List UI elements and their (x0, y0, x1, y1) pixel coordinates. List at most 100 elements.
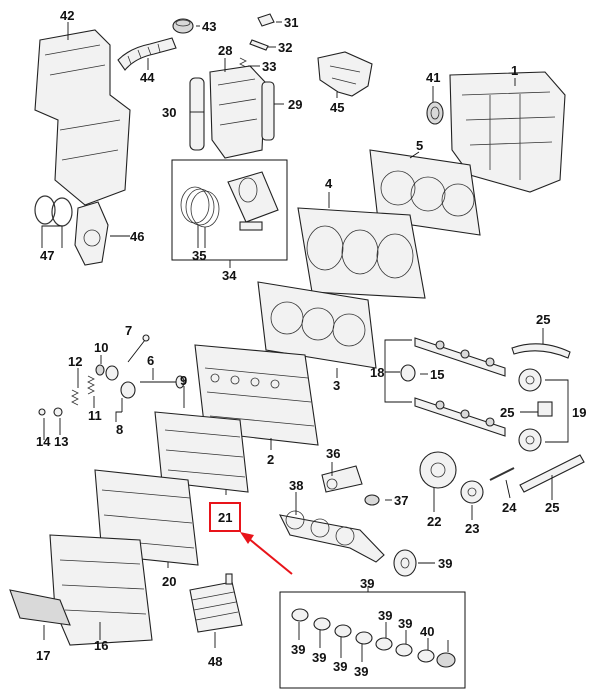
part-43-cap (172, 18, 194, 34)
part-45-pump (317, 51, 373, 97)
part-36-crankshaft (279, 510, 385, 563)
callout-48[interactable]: 48 (208, 654, 222, 669)
callout-5[interactable]: 5 (416, 138, 423, 153)
part-19-sprocket-upper (518, 368, 542, 392)
callout-24[interactable]: 24 (502, 500, 517, 515)
part-1-crankcase (449, 71, 566, 193)
callout-9[interactable]: 9 (180, 373, 187, 388)
callout-32[interactable]: 34 (222, 268, 237, 283)
part-17-plate (9, 589, 71, 626)
callout-27[interactable]: 29 (288, 97, 302, 112)
highlight-arrowhead (240, 532, 254, 544)
part-7-valve (127, 334, 150, 363)
part-11-spring (87, 375, 95, 395)
callout-12[interactable]: 12 (68, 354, 82, 369)
callout-25-top[interactable]: 25 (536, 312, 550, 327)
callout-35[interactable]: 37 (394, 493, 408, 508)
part-25-guide-lower (519, 454, 585, 493)
callout-39-f[interactable]: 39 (398, 616, 412, 631)
callout-44[interactable]: 44 (140, 70, 155, 85)
callout-26[interactable]: 28 (218, 43, 232, 58)
part-44-hose (117, 37, 177, 71)
part-28-gasket (189, 77, 205, 151)
callout-37[interactable]: 39 (438, 556, 452, 571)
part-13-seal (53, 407, 63, 417)
callout-17[interactable]: 17 (36, 648, 50, 663)
callout-39-g[interactable]: 40 (420, 624, 434, 639)
callout-39-d[interactable]: 39 (354, 664, 368, 679)
callout-19[interactable]: 19 (572, 405, 586, 420)
highlight-arrow (247, 537, 293, 575)
callout-39-e[interactable]: 39 (378, 608, 392, 623)
callout-7[interactable]: 7 (125, 323, 132, 338)
part-39-bearings (291, 608, 435, 663)
part-16-cover (49, 534, 153, 646)
callout-labels: 42 43 31 32 33 28 44 30 29 45 41 1 5 4 3… (36, 8, 586, 679)
callout-16[interactable]: 16 (94, 638, 108, 653)
callout-41[interactable]: 41 (426, 70, 440, 85)
callout-47[interactable]: 47 (40, 248, 54, 263)
part-23-sprocket (460, 480, 484, 504)
callout-22[interactable]: 22 (427, 514, 441, 529)
callout-18[interactable]: 18 (370, 365, 384, 380)
part-29-sensor (257, 13, 275, 27)
callout-34[interactable]: 36 (326, 446, 340, 461)
part-8-lifter (105, 365, 136, 399)
part-3-gasket (257, 281, 377, 369)
part-21-gasket (154, 411, 249, 493)
callout-1[interactable]: 1 (511, 63, 518, 78)
part-19-sprocket-lower (518, 428, 542, 452)
callout-43[interactable]: 43 (202, 19, 216, 34)
callout-29[interactable]: 31 (284, 15, 298, 30)
callout-15[interactable]: 15 (430, 367, 444, 382)
part-47-orings (34, 195, 73, 227)
callout-8[interactable]: 8 (116, 422, 123, 437)
highlight-box (209, 502, 241, 532)
part-26-cover (209, 65, 266, 159)
part-14-keeper (38, 408, 46, 416)
group-box-32 (171, 159, 288, 261)
part-27-gasket (261, 81, 275, 141)
callout-39-c[interactable]: 39 (333, 659, 347, 674)
group-box-38 (279, 591, 466, 689)
part-4-cylinder (297, 207, 426, 299)
callout-45[interactable]: 45 (330, 100, 344, 115)
callout-28[interactable]: 30 (162, 105, 176, 120)
part-30-bolt (249, 39, 269, 51)
callout-23[interactable]: 23 (465, 521, 479, 536)
part-42-housing (34, 29, 131, 206)
callout-30[interactable]: 32 (278, 40, 292, 55)
callout-6[interactable]: 6 (147, 353, 154, 368)
part-35-bearing (364, 494, 380, 506)
callout-39-b[interactable]: 39 (312, 650, 326, 665)
part-18-camshaft-lower (414, 397, 506, 437)
callout-25-bottom[interactable]: 25 (545, 500, 559, 515)
callout-11[interactable]: 11 (88, 408, 102, 423)
callout-3[interactable]: 3 (333, 378, 340, 393)
part-10-cap (95, 364, 105, 376)
part-25-guide-upper (511, 343, 571, 359)
callout-20[interactable]: 20 (162, 574, 176, 589)
callout-13[interactable]: 13 (54, 434, 68, 449)
callout-21[interactable]: 21 (218, 510, 232, 525)
part-41-seal (426, 101, 444, 125)
callout-33[interactable]: 35 (192, 248, 206, 263)
part-40-bearing (436, 652, 456, 668)
callout-31[interactable]: 33 (262, 59, 276, 74)
callout-38[interactable]: 39 (360, 576, 374, 591)
callout-10[interactable]: 10 (94, 340, 108, 355)
callout-2[interactable]: 2 (267, 452, 274, 467)
callout-14[interactable]: 14 (36, 434, 51, 449)
callout-46[interactable]: 46 (130, 229, 144, 244)
callout-36[interactable]: 38 (289, 478, 303, 493)
highlight-callout-21 (209, 502, 293, 575)
leader-lines (41, 21, 569, 662)
callout-4[interactable]: 4 (325, 176, 333, 191)
part-22-gear (419, 451, 457, 489)
callout-39-a[interactable]: 39 (291, 642, 305, 657)
callout-42[interactable]: 42 (60, 8, 74, 23)
part-6-valve (140, 375, 185, 389)
part-46-pump (74, 201, 109, 266)
callout-25-mid[interactable]: 25 (500, 405, 514, 420)
